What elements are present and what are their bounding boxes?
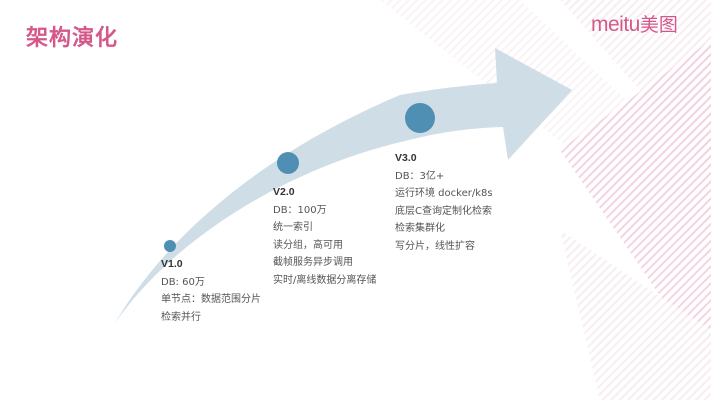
detail-line: 写分片，线性扩容 bbox=[395, 240, 475, 252]
version-label: V3.0 bbox=[395, 152, 417, 164]
page-title: 架构演化 bbox=[26, 26, 119, 51]
version-label: V2.0 bbox=[273, 186, 295, 198]
detail-line: 读分组，高可用 bbox=[273, 239, 343, 251]
logo-cn: 美图 bbox=[639, 15, 678, 36]
version-block-v2: V2.0 DB：100万 统一索引 读分组，高可用 截帧服务异步调用 实时/离线… bbox=[273, 184, 376, 289]
node-v2-icon bbox=[277, 152, 299, 174]
arrow-body bbox=[115, 48, 572, 323]
detail-line: DB：3亿+ bbox=[395, 170, 445, 182]
detail-line: DB：100万 bbox=[273, 204, 327, 216]
detail-line: 检索并行 bbox=[161, 311, 201, 323]
detail-line: 统一索引 bbox=[273, 222, 313, 233]
detail-line: DB: 60万 bbox=[161, 276, 205, 288]
detail-line: 单节点：数据范围分片 bbox=[161, 294, 261, 305]
version-block-v1: V1.0 DB: 60万 单节点：数据范围分片 检索并行 bbox=[161, 256, 261, 326]
meitu-logo: meitu美图 bbox=[591, 10, 678, 37]
node-v3-icon bbox=[405, 103, 435, 133]
detail-line: 底层C查询定制化检索 bbox=[395, 205, 492, 217]
version-block-v3: V3.0 DB：3亿+ 运行环境 docker/k8s 底层C查询定制化检索 检… bbox=[395, 150, 493, 255]
detail-line: 检索集群化 bbox=[395, 223, 445, 234]
logo-latin: meitu bbox=[591, 13, 640, 36]
detail-line: 运行环境 docker/k8s bbox=[395, 188, 493, 199]
detail-line: 实时/离线数据分离存储 bbox=[273, 274, 377, 286]
detail-line: 截帧服务异步调用 bbox=[273, 257, 353, 268]
node-v1-icon bbox=[164, 240, 176, 252]
version-label: V1.0 bbox=[161, 258, 183, 270]
